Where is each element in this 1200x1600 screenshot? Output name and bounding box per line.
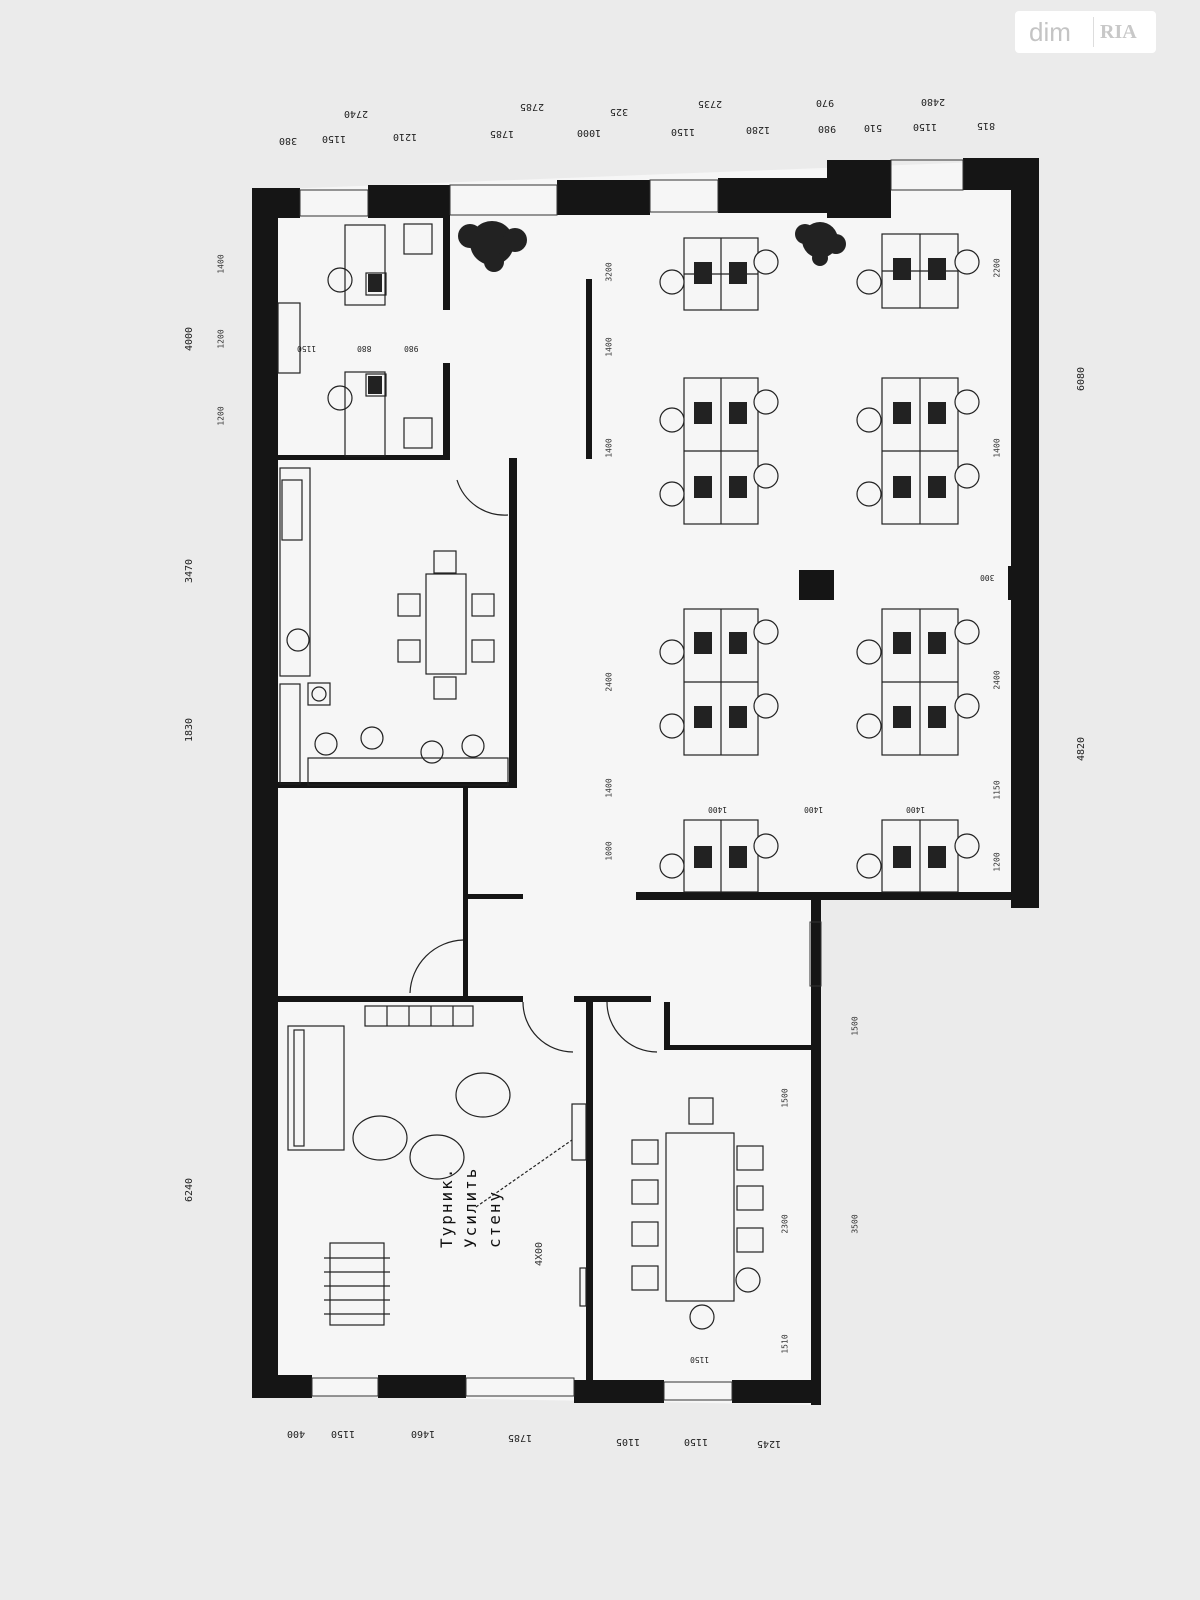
dim-label: 325 [610, 106, 629, 117]
dim-label: 1400 [708, 805, 728, 814]
dim-label: 1280 [746, 124, 771, 135]
dim-label: 1785 [490, 128, 515, 139]
dim-label: 2785 [520, 101, 545, 112]
dim-label: 380 [279, 135, 298, 146]
dim-label: 1200 [216, 406, 226, 426]
desk-clusters [683, 233, 959, 893]
dim-label: 1500 [780, 1088, 790, 1108]
dim-label: 3470 [184, 558, 196, 584]
dim-label: 1200 [992, 852, 1002, 872]
watermark-mark: RIA [1100, 20, 1137, 43]
dim-label: 1150 [671, 126, 696, 137]
dim-label: 2400 [992, 670, 1002, 690]
dim-label: 1105 [616, 1436, 641, 1447]
dim-label: 980 [404, 344, 419, 353]
dim-label: 4820 [1076, 736, 1088, 762]
dim-label: 400 [287, 1428, 306, 1439]
dim-label: 980 [818, 123, 837, 134]
dim-label: 300 [980, 573, 995, 582]
dim-label: 1400 [604, 438, 614, 458]
dim-label: 1400 [804, 805, 824, 814]
note-line: стену [485, 1189, 504, 1248]
dim-label: 6240 [184, 1177, 196, 1203]
plant [458, 221, 846, 272]
dim-label: 970 [816, 97, 835, 108]
dim-label: 1150 [322, 133, 347, 144]
dim-label: 6080 [1076, 366, 1088, 392]
dim-label: 1400 [604, 337, 614, 357]
dim-label: 1500 [850, 1016, 860, 1036]
dim-label: 1245 [757, 1438, 782, 1449]
dim-label: 1400 [906, 805, 926, 814]
dim-label: 1400 [992, 438, 1002, 458]
monitors [368, 258, 946, 868]
dim-label: 2740 [344, 108, 369, 119]
watermark-brand: dim [1029, 16, 1071, 47]
meeting-room-furniture [631, 1097, 764, 1330]
dim-label: 510 [864, 122, 883, 133]
dim-label: 2400 [604, 672, 614, 692]
dim-label: 1150 [331, 1428, 356, 1439]
office-chairs [659, 249, 980, 879]
kitchen-furniture [279, 467, 509, 786]
dim-label: 4000 [184, 326, 196, 352]
dim-label: 1830 [184, 717, 196, 743]
dim-label: 1000 [604, 841, 614, 861]
dim-label: 1150 [913, 121, 938, 132]
lounge-furniture [287, 1005, 587, 1326]
dim-label: 2480 [921, 96, 946, 107]
doors [409, 479, 658, 1053]
dim-label: 1150 [297, 344, 317, 353]
small-office-furniture [277, 223, 433, 457]
dim-label: 1000 [577, 127, 602, 138]
dim-label: 1400 [604, 778, 614, 798]
dim-label: 1150 [992, 780, 1002, 800]
note-line: Турник. [437, 1166, 456, 1248]
dim-label: 2200 [992, 258, 1002, 278]
dim-label: 1150 [690, 1355, 710, 1364]
dim-label: 4X00 [534, 1241, 546, 1267]
dim-label: 1785 [508, 1432, 533, 1443]
divider [1093, 17, 1094, 47]
dim-label: 1150 [684, 1436, 709, 1447]
dim-label: 1510 [780, 1334, 790, 1354]
dim-label: 2300 [780, 1214, 790, 1234]
dim-label: 3500 [850, 1214, 860, 1234]
dim-label: 1210 [393, 131, 418, 142]
floor-area [255, 160, 1030, 1405]
dim-label: 3200 [604, 262, 614, 282]
dim-label: 1400 [216, 254, 226, 274]
dim-label: 880 [357, 344, 372, 353]
dim-label: 2735 [698, 98, 723, 109]
handwritten-note: Турник. Усилить стену [435, 1167, 507, 1248]
dim-label: 1200 [216, 329, 226, 349]
outer-walls [252, 158, 1039, 1405]
windows [299, 159, 964, 1401]
dim-label: 1460 [411, 1428, 436, 1439]
dim-label: 815 [977, 120, 996, 131]
note-line: Усилить [461, 1166, 480, 1248]
watermark-logo: dim RIA [1015, 11, 1156, 53]
